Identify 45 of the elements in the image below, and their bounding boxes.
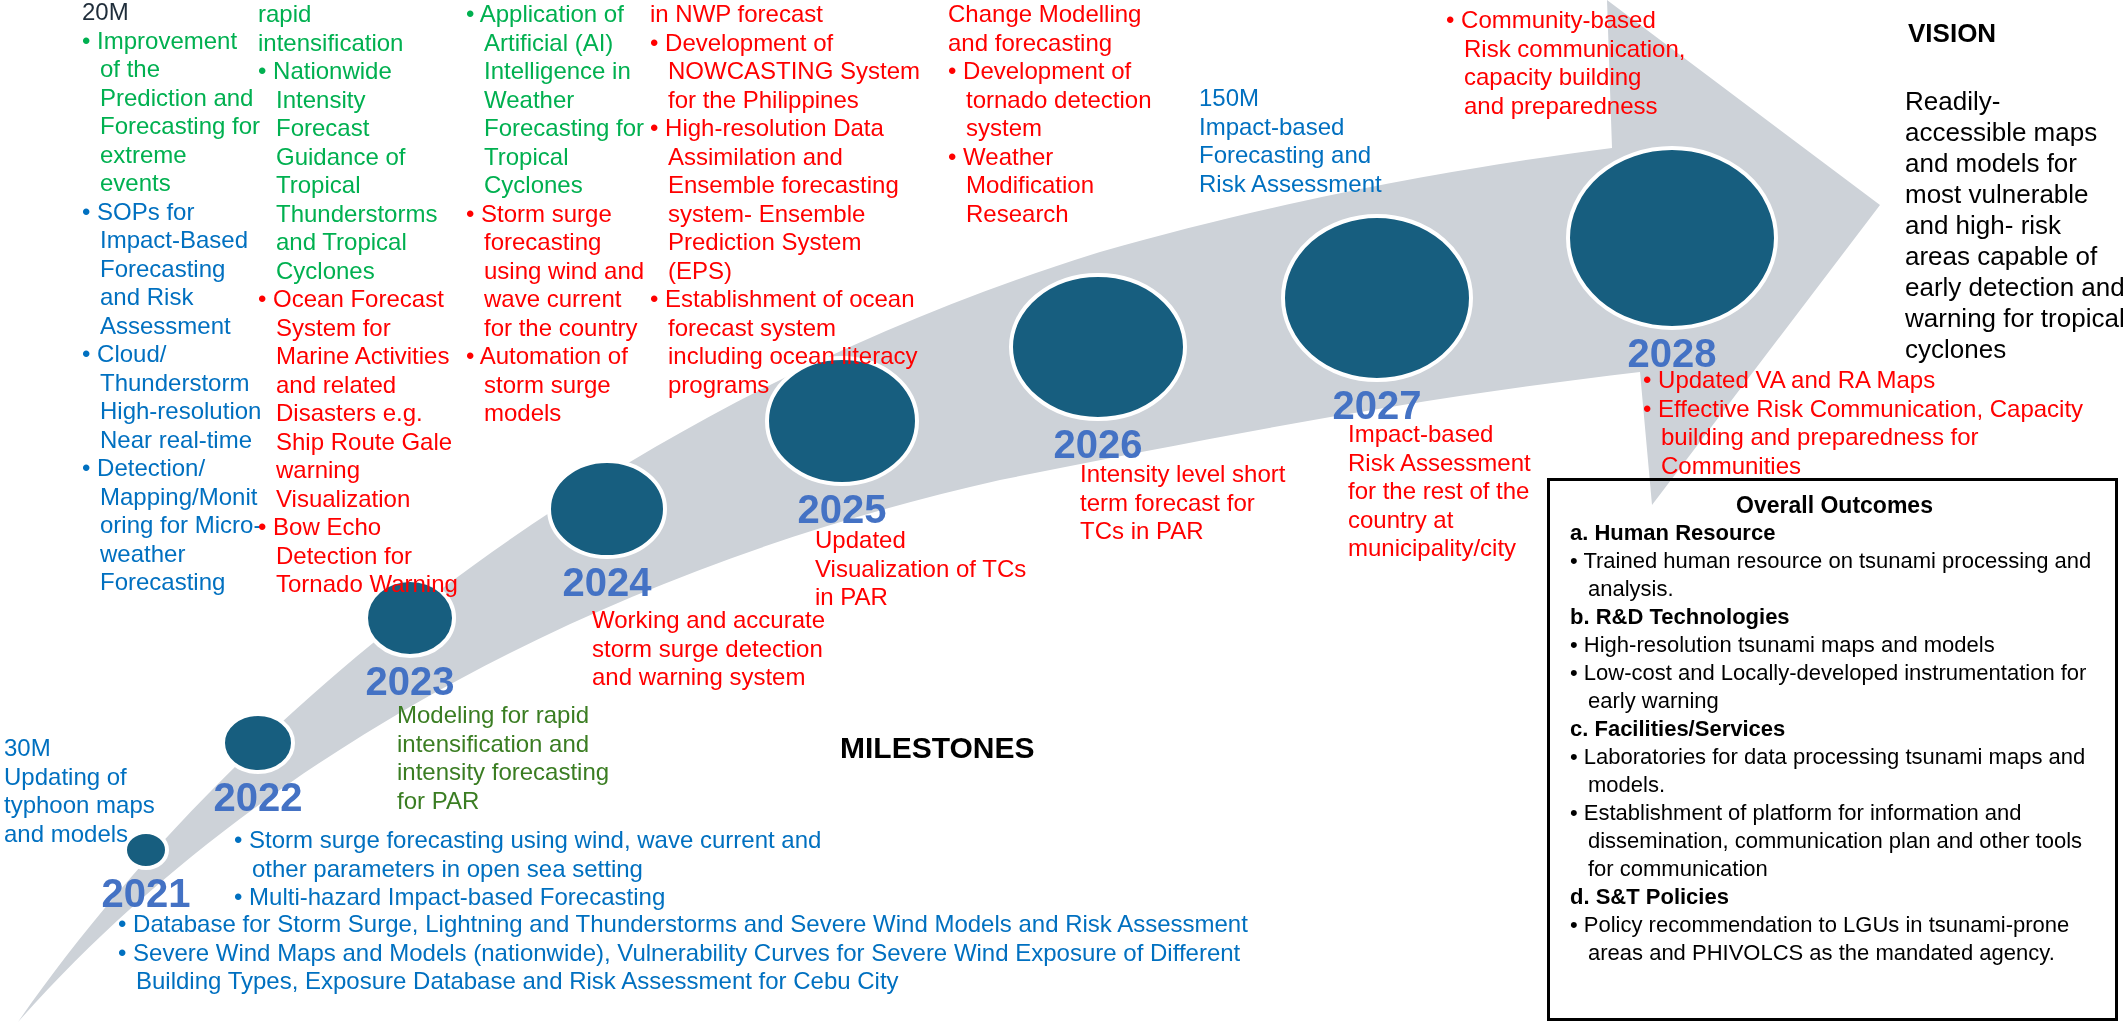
bullet-text: • Automation of storm surge models <box>466 342 629 428</box>
heading: VISION <box>1908 18 1998 49</box>
bullet-text: • High-resolution Data Assimilation and Ensemble forecasting system- Ensemble Prediction System (EPS) <box>650 114 900 285</box>
bullet-text: • Development of NOWCASTING System for the Philippines <box>650 28 920 114</box>
bullet-text: • High-resolution tsunami maps and models <box>1570 631 1996 659</box>
category-heading: a. Human Resource <box>1570 519 1777 547</box>
bullet-text: • Application of Artificial (AI) Intelligence in Weather Forecasting for Tropical Cyclones <box>466 0 646 200</box>
text-label: 20M <box>82 0 130 27</box>
category-heading: d. S&T Policies <box>1570 883 1730 911</box>
bullet-text: • Community-based Risk communication, capacity building and preparedness <box>1446 6 1686 120</box>
panel-title: Overall Outcomes <box>1735 491 1934 519</box>
text-label: Impact-based Forecasting and Risk Assessment <box>1199 112 1383 198</box>
year-label: 2025 <box>797 489 887 529</box>
bullet-text: • Storm surge forecasting using wind and wave current for the country <box>466 199 646 342</box>
bullet-text: • Establishment of ocean forecast system including ocean literacy programs <box>650 285 919 399</box>
bullet-text: • Cloud/ Thunderstorm High-resolution Near real-time <box>82 340 262 454</box>
bullet-text: • Development of tornado detection system <box>948 57 1153 143</box>
category-heading: b. R&D Technologies <box>1570 603 1791 631</box>
text-label: in NWP forecast <box>650 0 824 29</box>
text-label: Modeling for rapid intensification and intensity forecasting for PAR <box>397 701 611 815</box>
text-label: Change Modelling and forecasting <box>948 0 1143 57</box>
bullet-text: • Multi-hazard Impact-based Forecasting <box>234 883 667 912</box>
text-label: 150M <box>1199 84 1261 113</box>
bullet-text: • Effective Risk Communication, Capacity building and preparedness for Communities <box>1643 394 2085 480</box>
bullet-text: • Trained human resource on tsunami processing and analysis. <box>1570 547 2093 603</box>
bullet-text: • Updated VA and RA Maps <box>1643 366 1937 395</box>
bullet-text: • Severe Wind Maps and Models (nationwide), Vulnerability Curves for Severe Wind Exposure of Different Building Types, Exposure Database and Risk Assessment for Cebu City <box>118 938 1242 996</box>
bullet-text: • SOPs for Impact-Based Forecasting and Risk Assessment <box>82 197 250 340</box>
bullet-text: • Bow Echo Detection for Tornado Warning <box>258 513 458 599</box>
bullet-text: • Laboratories for data processing tsunami maps and models. <box>1570 743 2087 799</box>
bullet-text: • Database for Storm Surge, Lightning and Thunderstorms and Severe Wind Models and Risk Assessment <box>118 910 1249 939</box>
bullet-text: • Policy recommendation to LGUs in tsunami-prone areas and PHIVOLCS as the mandated agency. <box>1570 911 2071 967</box>
year-label: 2024 <box>562 562 652 602</box>
text-label: rapid intensification <box>258 0 405 57</box>
category-heading: c. Facilities/Services <box>1570 715 1787 743</box>
text-label: Updating of typhoon maps and models <box>4 762 156 848</box>
text-label: 30M <box>4 734 52 763</box>
bullet-text: • Storm surge forecasting using wind, wave current and other parameters in open sea setting <box>234 826 823 883</box>
outcomes-panel <box>1547 478 2118 1021</box>
text-label: Readily- accessible maps and models for most vulnerable and high- risk areas capable of early detection and warning for tropical cyclones <box>1905 86 2126 365</box>
year-label: 2021 <box>101 873 191 913</box>
heading: MILESTONES <box>840 730 1036 766</box>
year-label: 2022 <box>213 777 303 817</box>
year-label: 2023 <box>365 661 455 701</box>
bullet-text: • Weather Modification Research <box>948 142 1096 228</box>
